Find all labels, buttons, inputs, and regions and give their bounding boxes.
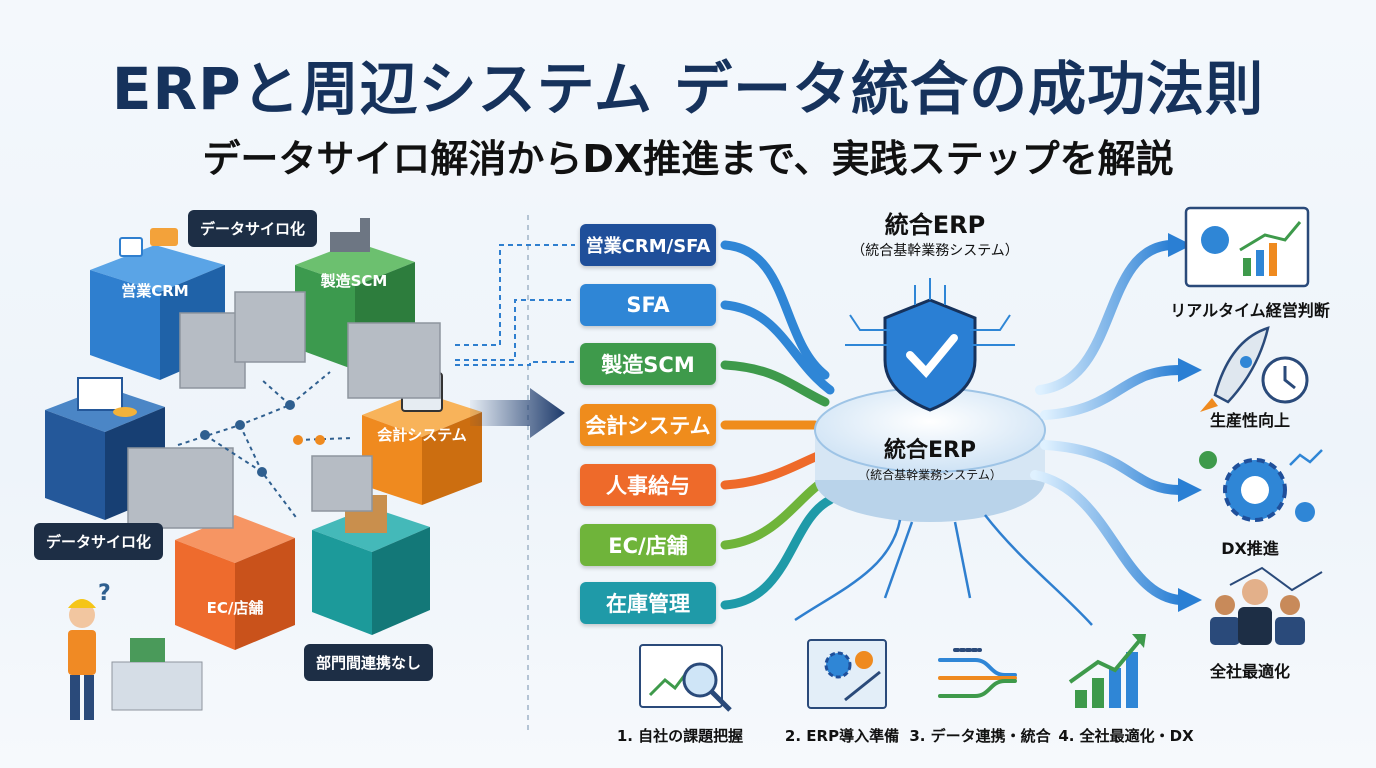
step-label-2: 2. ERP導入準備 <box>784 727 900 745</box>
silo-label-accounting: 会計システム <box>377 426 467 444</box>
silo-label-ec-store: EC/店舗 <box>206 599 264 617</box>
step-label-4: 4. 全社最適化・DX <box>1058 727 1194 745</box>
page-title: ERPと周辺システム データ統合の成功法則 <box>111 55 1265 123</box>
erp-center-title: 統合ERP <box>883 438 977 463</box>
integration-arrows <box>720 240 835 610</box>
system-pill-crm-sfa: 営業CRM/SFA <box>580 224 716 266</box>
system-pill-hr-payroll: 人事給与 <box>580 464 716 506</box>
network-nodes <box>200 400 325 477</box>
outcome-label-productivity: 生産性向上 <box>1209 411 1290 430</box>
step-label-3: 3. データ連携・統合 <box>909 727 1051 745</box>
worker-illustration: ? <box>68 581 203 720</box>
data-flow-icon <box>938 648 1017 698</box>
silo-callout-top: データサイロ化 <box>188 210 318 247</box>
erp-title: 統合ERP <box>884 211 986 239</box>
erp-center-sub: （統合基幹業務システム） <box>858 468 1002 482</box>
step-label-1: 1. 自社の課題把握 <box>616 727 744 745</box>
outcome-arrowheads <box>1168 233 1202 612</box>
svg-text:?: ? <box>98 581 111 606</box>
system-pill-scm: 製造SCM <box>580 343 716 385</box>
silo-box-inventory <box>312 495 430 635</box>
system-pill-accounting: 会計システム <box>580 404 716 446</box>
system-pill-sfa: SFA <box>580 284 716 326</box>
silo-callout-bottom: 部門間連携なし <box>304 644 434 681</box>
silo-box-ec-store <box>175 515 295 650</box>
outcome-label-realtime: リアルタイム経営判断 <box>1170 301 1330 320</box>
step-arrows <box>794 514 1093 626</box>
system-pill-ec-store: EC/店舗 <box>580 524 716 566</box>
transition-arrow <box>470 388 565 438</box>
growth-chart-icon <box>1068 634 1146 708</box>
blueprint-icon <box>807 639 887 709</box>
rocket-clock-icon <box>1200 326 1309 412</box>
silo-label-manufacturing-scm: 製造SCM <box>320 272 388 290</box>
outcome-arrows <box>1030 240 1185 605</box>
silo-label-sales-crm: 営業CRM <box>121 282 189 300</box>
dashed-links <box>455 244 575 366</box>
magnifier-icon <box>639 644 732 712</box>
system-pill-inventory: 在庫管理 <box>580 582 716 624</box>
dashboard-icon <box>1184 206 1310 288</box>
circuit-lines <box>845 278 1015 346</box>
outcome-label-dx: DX推進 <box>1221 539 1279 558</box>
page-subtitle: データサイロ解消からDX推進まで、実践ステップを解説 <box>202 137 1174 181</box>
brick-wall <box>127 291 441 529</box>
team-icon <box>1210 566 1323 645</box>
erp-platform <box>814 298 1046 522</box>
gear-icon <box>1199 449 1323 522</box>
silo-callout-left: データサイロ化 <box>34 523 164 560</box>
erp-title-sub: （統合基幹業務システム） <box>851 243 1019 259</box>
outcome-label-optimization: 全社最適化 <box>1209 662 1290 681</box>
